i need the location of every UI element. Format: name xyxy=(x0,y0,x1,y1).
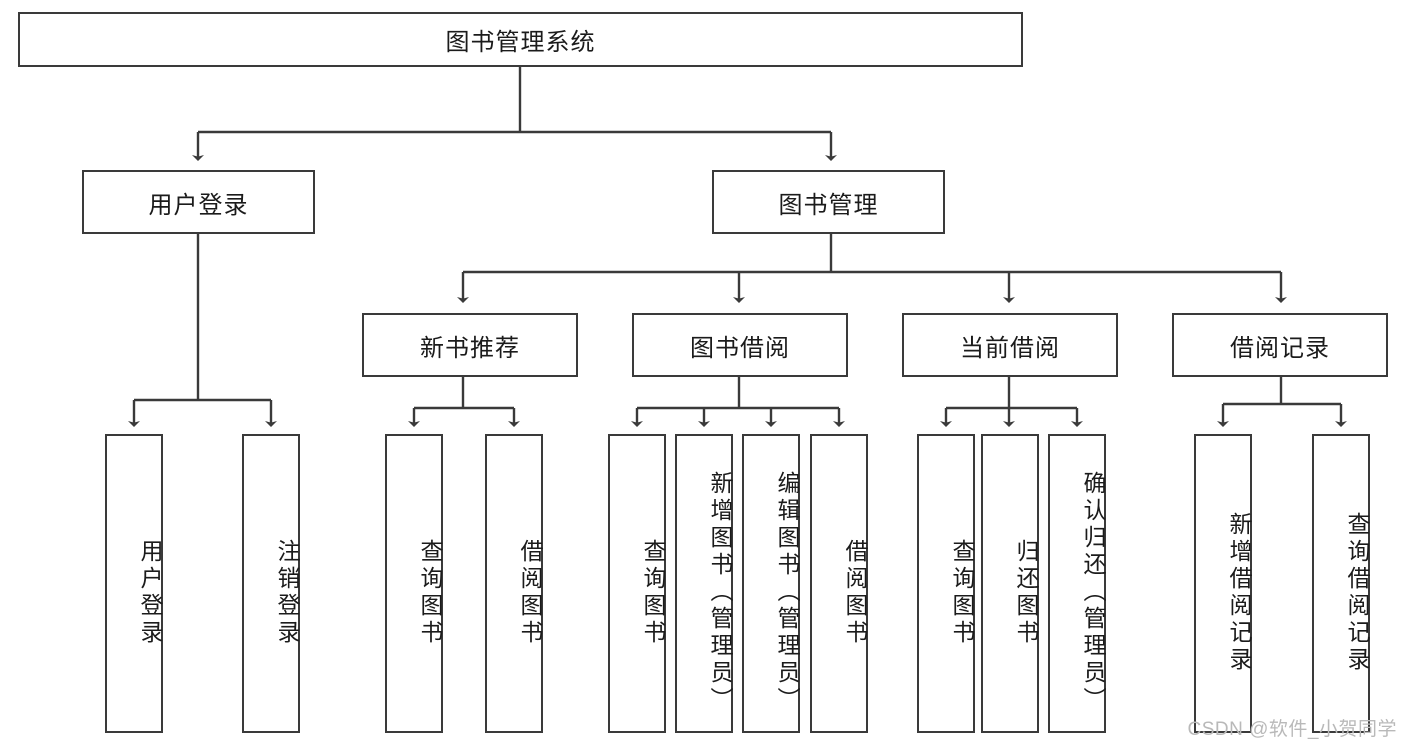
node-label: 用户登录 xyxy=(137,538,163,647)
csdn-watermark: CSDN @软件_小贺同学 xyxy=(1187,719,1397,740)
node-label: 图书借阅 xyxy=(690,334,790,362)
node-label: 查询图书 xyxy=(640,538,666,647)
leaf-borrow-record-add-record[interactable]: 新增借阅记录 xyxy=(1194,434,1252,733)
node-label: 编辑图书（管理员） xyxy=(774,471,800,714)
node-label: 归还图书 xyxy=(1013,538,1039,647)
node-label: 借阅图书 xyxy=(517,538,543,647)
node-root-book-management-system[interactable]: 图书管理系统 xyxy=(18,12,1023,67)
node-label: 新增图书（管理员） xyxy=(707,471,733,714)
node-current-borrow[interactable]: 当前借阅 xyxy=(902,313,1118,377)
node-label: 查询借阅记录 xyxy=(1344,511,1370,674)
node-label: 图书管理系统 xyxy=(445,29,596,56)
node-label: 借阅图书 xyxy=(842,538,868,647)
node-book-management[interactable]: 图书管理 xyxy=(712,170,945,234)
leaf-new-book-borrow-book[interactable]: 借阅图书 xyxy=(485,434,543,733)
node-new-book-recommend[interactable]: 新书推荐 xyxy=(362,313,578,377)
leaf-user-login-login[interactable]: 用户登录 xyxy=(105,434,163,733)
leaf-user-login-logout[interactable]: 注销登录 xyxy=(242,434,300,733)
leaf-current-borrow-query-book[interactable]: 查询图书 xyxy=(917,434,975,733)
node-label: 借阅记录 xyxy=(1230,334,1330,362)
node-label: 新书推荐 xyxy=(420,334,520,362)
node-label: 确认归还（管理员） xyxy=(1080,471,1106,714)
node-label: 注销登录 xyxy=(274,538,300,647)
node-book-borrow[interactable]: 图书借阅 xyxy=(632,313,848,377)
leaf-book-borrow-borrow-book[interactable]: 借阅图书 xyxy=(810,434,868,733)
node-label: 用户登录 xyxy=(148,191,249,219)
node-label: 图书管理 xyxy=(778,191,879,219)
leaf-current-borrow-confirm-return-admin[interactable]: 确认归还（管理员） xyxy=(1048,434,1106,733)
node-label: 查询图书 xyxy=(949,538,975,647)
node-user-login[interactable]: 用户登录 xyxy=(82,170,315,234)
leaf-borrow-record-query-record[interactable]: 查询借阅记录 xyxy=(1312,434,1370,733)
leaf-current-borrow-return-book[interactable]: 归还图书 xyxy=(981,434,1039,733)
node-label: 新增借阅记录 xyxy=(1226,511,1252,674)
leaf-new-book-query-book[interactable]: 查询图书 xyxy=(385,434,443,733)
leaf-book-borrow-edit-book-admin[interactable]: 编辑图书（管理员） xyxy=(742,434,800,733)
leaf-book-borrow-query-book[interactable]: 查询图书 xyxy=(608,434,666,733)
node-label: 查询图书 xyxy=(417,538,443,647)
node-label: 当前借阅 xyxy=(960,334,1060,362)
leaf-book-borrow-add-book-admin[interactable]: 新增图书（管理员） xyxy=(675,434,733,733)
node-borrow-record[interactable]: 借阅记录 xyxy=(1172,313,1388,377)
